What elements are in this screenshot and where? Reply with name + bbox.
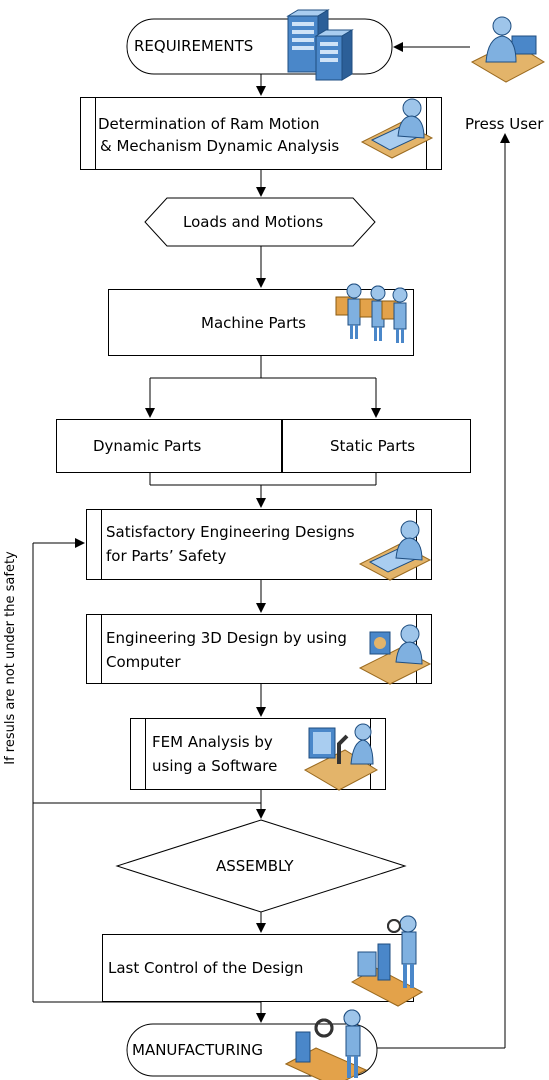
static-parts-label: Static Parts bbox=[330, 437, 416, 455]
requirements-label: REQUIREMENTS bbox=[134, 37, 254, 55]
factory-worker-icon bbox=[284, 1009, 368, 1080]
feedback-loop-label: If resuls are not under the safety bbox=[3, 551, 18, 765]
microscope-analyst-icon bbox=[303, 723, 379, 791]
assembly-label: ASSEMBLY bbox=[216, 857, 294, 875]
last-control-label: Last Control of the Design bbox=[108, 959, 304, 977]
loads-and-motions-label: Loads and Motions bbox=[183, 213, 324, 231]
ram-motion-label-line2: & Mechanism Dynamic Analysis bbox=[100, 137, 340, 155]
server-icon bbox=[286, 9, 354, 81]
machine-parts-label: Machine Parts bbox=[201, 314, 306, 332]
press-user-label: Press User bbox=[465, 115, 544, 133]
ram-motion-label-line1: Determination of Ram Motion bbox=[98, 115, 320, 133]
engineering-3d-label-line2: Computer bbox=[106, 653, 181, 671]
user-at-computer-icon bbox=[470, 16, 546, 83]
engineer-at-desk-icon bbox=[358, 520, 432, 581]
loads-and-motions-shape bbox=[144, 197, 376, 247]
inspector-icon bbox=[350, 915, 424, 1007]
dynamic-parts-label: Dynamic Parts bbox=[93, 437, 202, 455]
flow-connectors bbox=[32, 42, 510, 1049]
engineering-3d-label-line1: Engineering 3D Design by using bbox=[106, 629, 347, 647]
static-parts-box bbox=[282, 419, 471, 473]
satisfactory-label-line2: for Parts’ Safety bbox=[106, 547, 227, 565]
dynamic-parts-box bbox=[56, 419, 282, 473]
engineer-at-desk-icon bbox=[358, 624, 432, 685]
fem-label-line2: using a Software bbox=[152, 757, 278, 775]
workers-with-boxes-icon bbox=[335, 283, 408, 343]
manufacturing-label: MANUFACTURING bbox=[132, 1041, 263, 1059]
fem-label-line1: FEM Analysis by bbox=[152, 733, 273, 751]
satisfactory-label-line1: Satisfactory Engineering Designs bbox=[106, 523, 355, 541]
engineer-at-desk-icon bbox=[360, 98, 434, 159]
